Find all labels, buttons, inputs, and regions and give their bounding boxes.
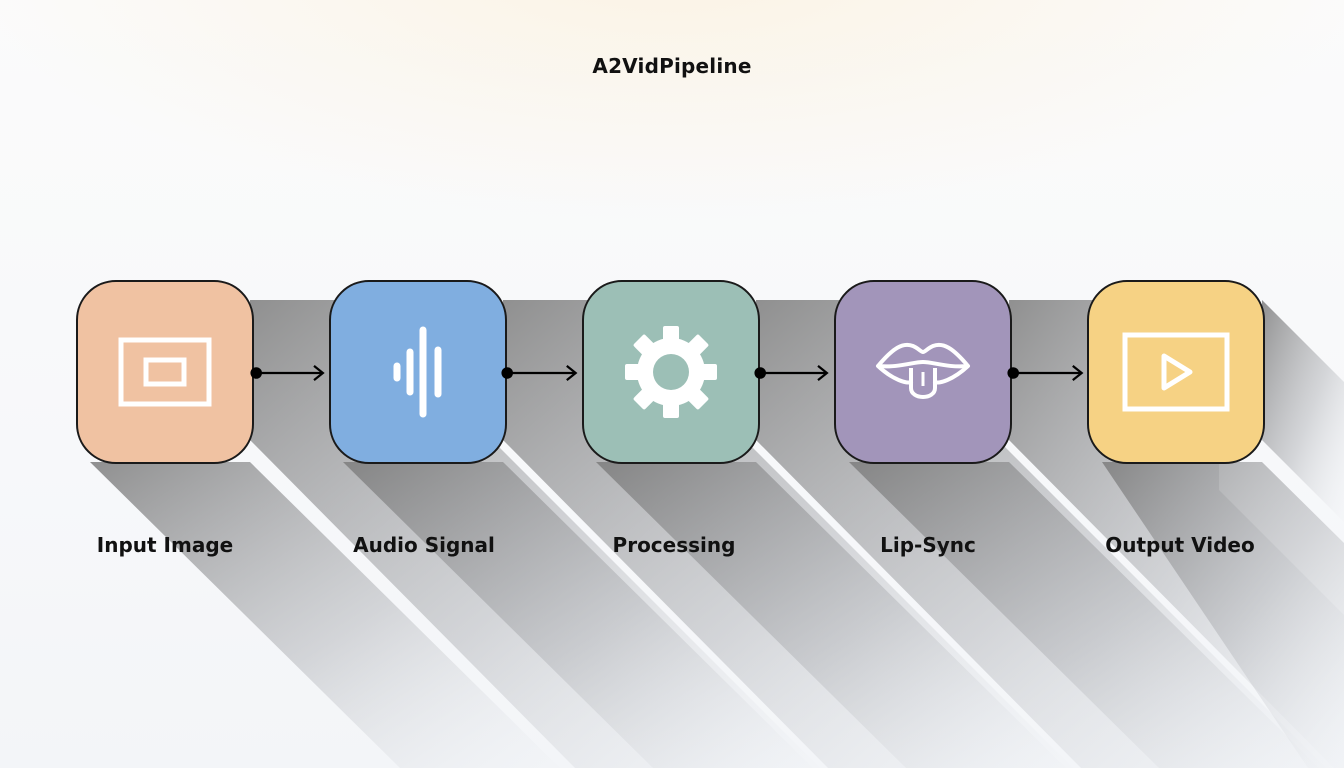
audio-waveform-icon: [393, 326, 442, 418]
connector-arrow-4: [1007, 365, 1084, 381]
video-play-icon: [1122, 332, 1230, 412]
shadow-step-5: [1262, 300, 1344, 522]
connector-arrow-2: [501, 365, 578, 381]
image-frame-icon: [118, 337, 212, 407]
node-audio-signal: [329, 280, 507, 464]
lips-tongue-icon: [876, 342, 970, 399]
label-input-image: Input Image: [96, 533, 234, 557]
shadow-step-1-base: [90, 462, 560, 768]
connector-arrow-1: [250, 365, 325, 381]
shadow-step-4-base: [849, 462, 1319, 768]
node-output-video: [1087, 280, 1265, 464]
shadow-step-3-base: [596, 462, 1066, 768]
node-processing: [582, 280, 760, 464]
label-output-video: Output Video: [1105, 533, 1255, 557]
label-processing: Processing: [612, 533, 736, 557]
node-lip-sync: [834, 280, 1012, 464]
connector-arrow-3: [754, 365, 829, 381]
label-audio-signal: Audio Signal: [353, 533, 495, 557]
shadow-step-5-base: [1102, 462, 1344, 768]
label-lip-sync: Lip-Sync: [880, 533, 976, 557]
node-input-image: [76, 280, 254, 464]
gear-icon: [625, 326, 717, 418]
shadow-step-2-base: [343, 462, 813, 768]
diagram-title: A2VidPipeline: [592, 54, 752, 78]
